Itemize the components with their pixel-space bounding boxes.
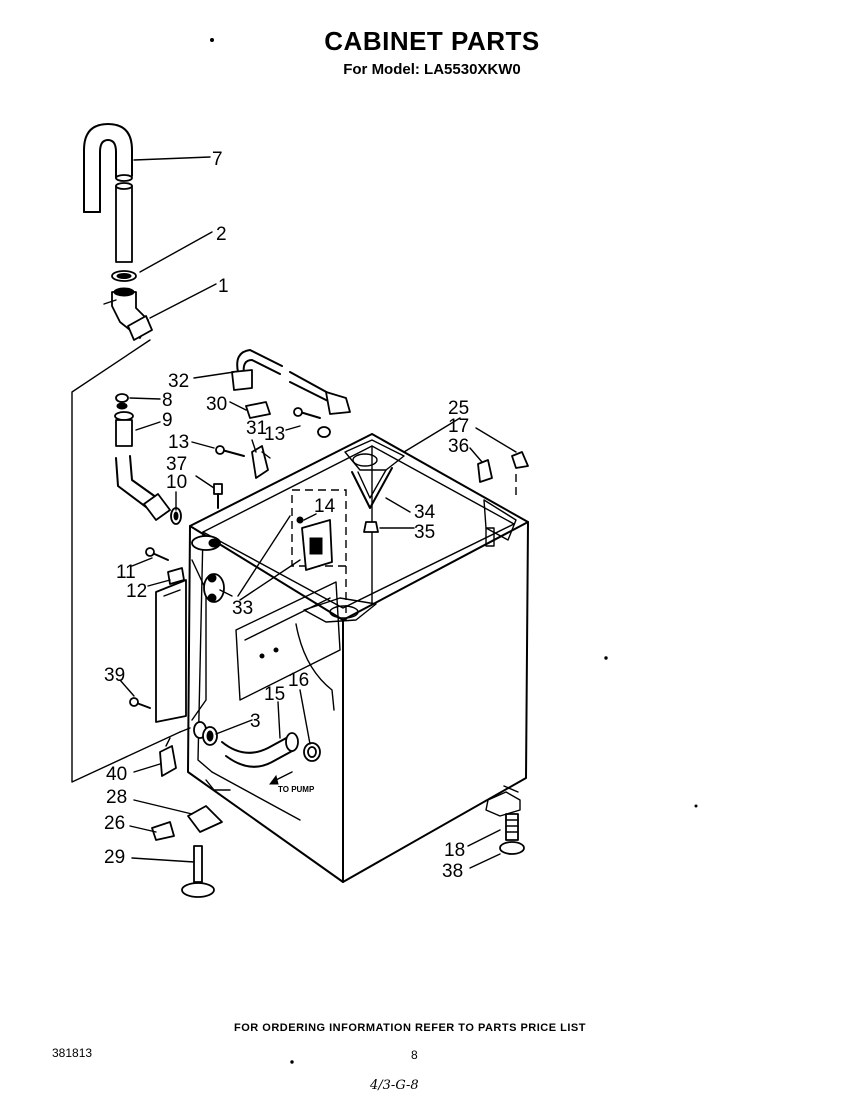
screw-part	[293, 407, 331, 438]
bracket-part	[251, 445, 269, 479]
side-panel-part	[155, 567, 187, 723]
callout-label: 32	[168, 371, 189, 392]
callout-label: 25	[448, 398, 469, 419]
hinge-part	[203, 573, 225, 603]
screw-part	[213, 483, 223, 509]
leveling-screw-part	[499, 813, 525, 855]
leader-lines	[119, 156, 517, 869]
hose-clamp-part	[303, 742, 321, 762]
callout-label: 26	[104, 813, 125, 834]
o-ring-part	[193, 721, 218, 746]
callout-label: 15	[264, 684, 285, 705]
document-number: 381813	[52, 1046, 93, 1060]
elbow-fitting-part	[103, 287, 153, 341]
callout-label: 11	[116, 562, 136, 583]
cabinet-body	[187, 433, 529, 883]
mount-bracket-part	[159, 745, 177, 777]
callout-label: 28	[106, 787, 127, 808]
screw-part	[215, 445, 245, 457]
page-number: 8	[411, 1048, 418, 1062]
small-clip-part	[245, 401, 271, 419]
page-title: CABINET PARTS	[324, 26, 540, 56]
callout-label: 38	[442, 861, 463, 882]
callout-label: 17	[448, 416, 469, 437]
clip-part	[477, 459, 493, 483]
callout-label: 35	[414, 522, 435, 543]
screw-part	[145, 547, 169, 561]
callout-label: 12	[126, 581, 147, 602]
drain-hose-part	[115, 455, 182, 525]
callout-label: 10	[166, 472, 187, 493]
u-hose-part	[83, 123, 133, 213]
assembly-phantom-line	[71, 339, 181, 783]
handwritten-note: 4/3-G-8	[370, 1078, 419, 1093]
callout-label: 1	[218, 276, 229, 297]
ordering-note: FOR ORDERING INFORMATION REFER TO PARTS …	[234, 1022, 586, 1034]
callout-label: 13	[264, 424, 285, 445]
callout-label: 2	[216, 224, 227, 245]
callout-label: 30	[206, 394, 227, 415]
bumper-part	[363, 521, 379, 533]
control-switch-part	[296, 516, 333, 571]
callout-label: 39	[104, 665, 125, 686]
inlet-hose-part	[231, 349, 351, 415]
callout-label: 40	[106, 764, 127, 785]
pump-hose-part	[221, 732, 299, 768]
callout-label: 33	[232, 598, 253, 619]
foot-pad-part	[151, 821, 175, 841]
screw-part	[129, 697, 151, 709]
callout-label: 8	[162, 390, 173, 411]
callout-label: 3	[250, 711, 261, 732]
callout-label: 7	[212, 149, 223, 170]
callout-numbers: 7 2 1 32 8 30 9 13 31 13 25 17 36 37 10 …	[104, 149, 469, 882]
callout-label: 36	[448, 436, 469, 457]
callout-label: 31	[246, 418, 267, 439]
nut-part	[115, 393, 129, 410]
leveling-leg-part	[181, 845, 215, 898]
callout-label: 29	[104, 847, 125, 868]
callout-label: 34	[414, 502, 436, 523]
callout-label: 14	[314, 496, 336, 517]
callout-label: 37	[166, 454, 187, 475]
straight-hose-part	[111, 182, 137, 282]
coupling-part	[114, 411, 134, 447]
model-subtitle: For Model: LA5530XKW0	[343, 61, 521, 78]
foot-bracket-part	[187, 805, 223, 833]
v-spring-part	[351, 467, 393, 509]
callout-label: 18	[444, 840, 465, 861]
callout-label: 13	[168, 432, 189, 453]
clip-part	[511, 451, 529, 469]
callout-label: 9	[162, 410, 173, 431]
callout-label: 16	[288, 670, 309, 691]
to-pump-label: TO PUMP	[278, 785, 315, 794]
